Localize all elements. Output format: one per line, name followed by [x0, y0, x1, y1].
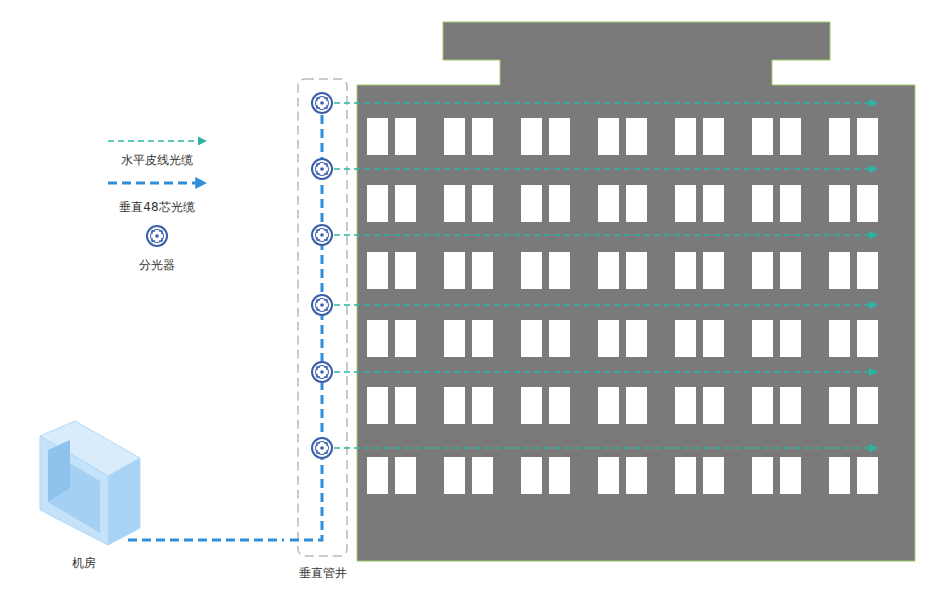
- windows: [367, 118, 878, 494]
- node-label: 机房: [40, 556, 128, 570]
- cable-connector: [128, 539, 284, 542]
- legend-sample-splitter: [147, 226, 167, 246]
- legend-sample-horizontal: [108, 140, 206, 142]
- node-label: 垂直管井: [284, 566, 362, 580]
- legend-text: 分光器: [87, 258, 227, 272]
- floor-cables: [312, 93, 877, 458]
- legend-text: 垂直48芯光缆: [87, 200, 227, 214]
- vertical-shaft: 垂直管井: [284, 78, 362, 580]
- legend-sample-vertical: [108, 182, 206, 185]
- machine-room: 机房: [40, 418, 128, 570]
- legend-text: 水平皮线光缆: [87, 153, 227, 167]
- machine-room-icon: [40, 421, 140, 545]
